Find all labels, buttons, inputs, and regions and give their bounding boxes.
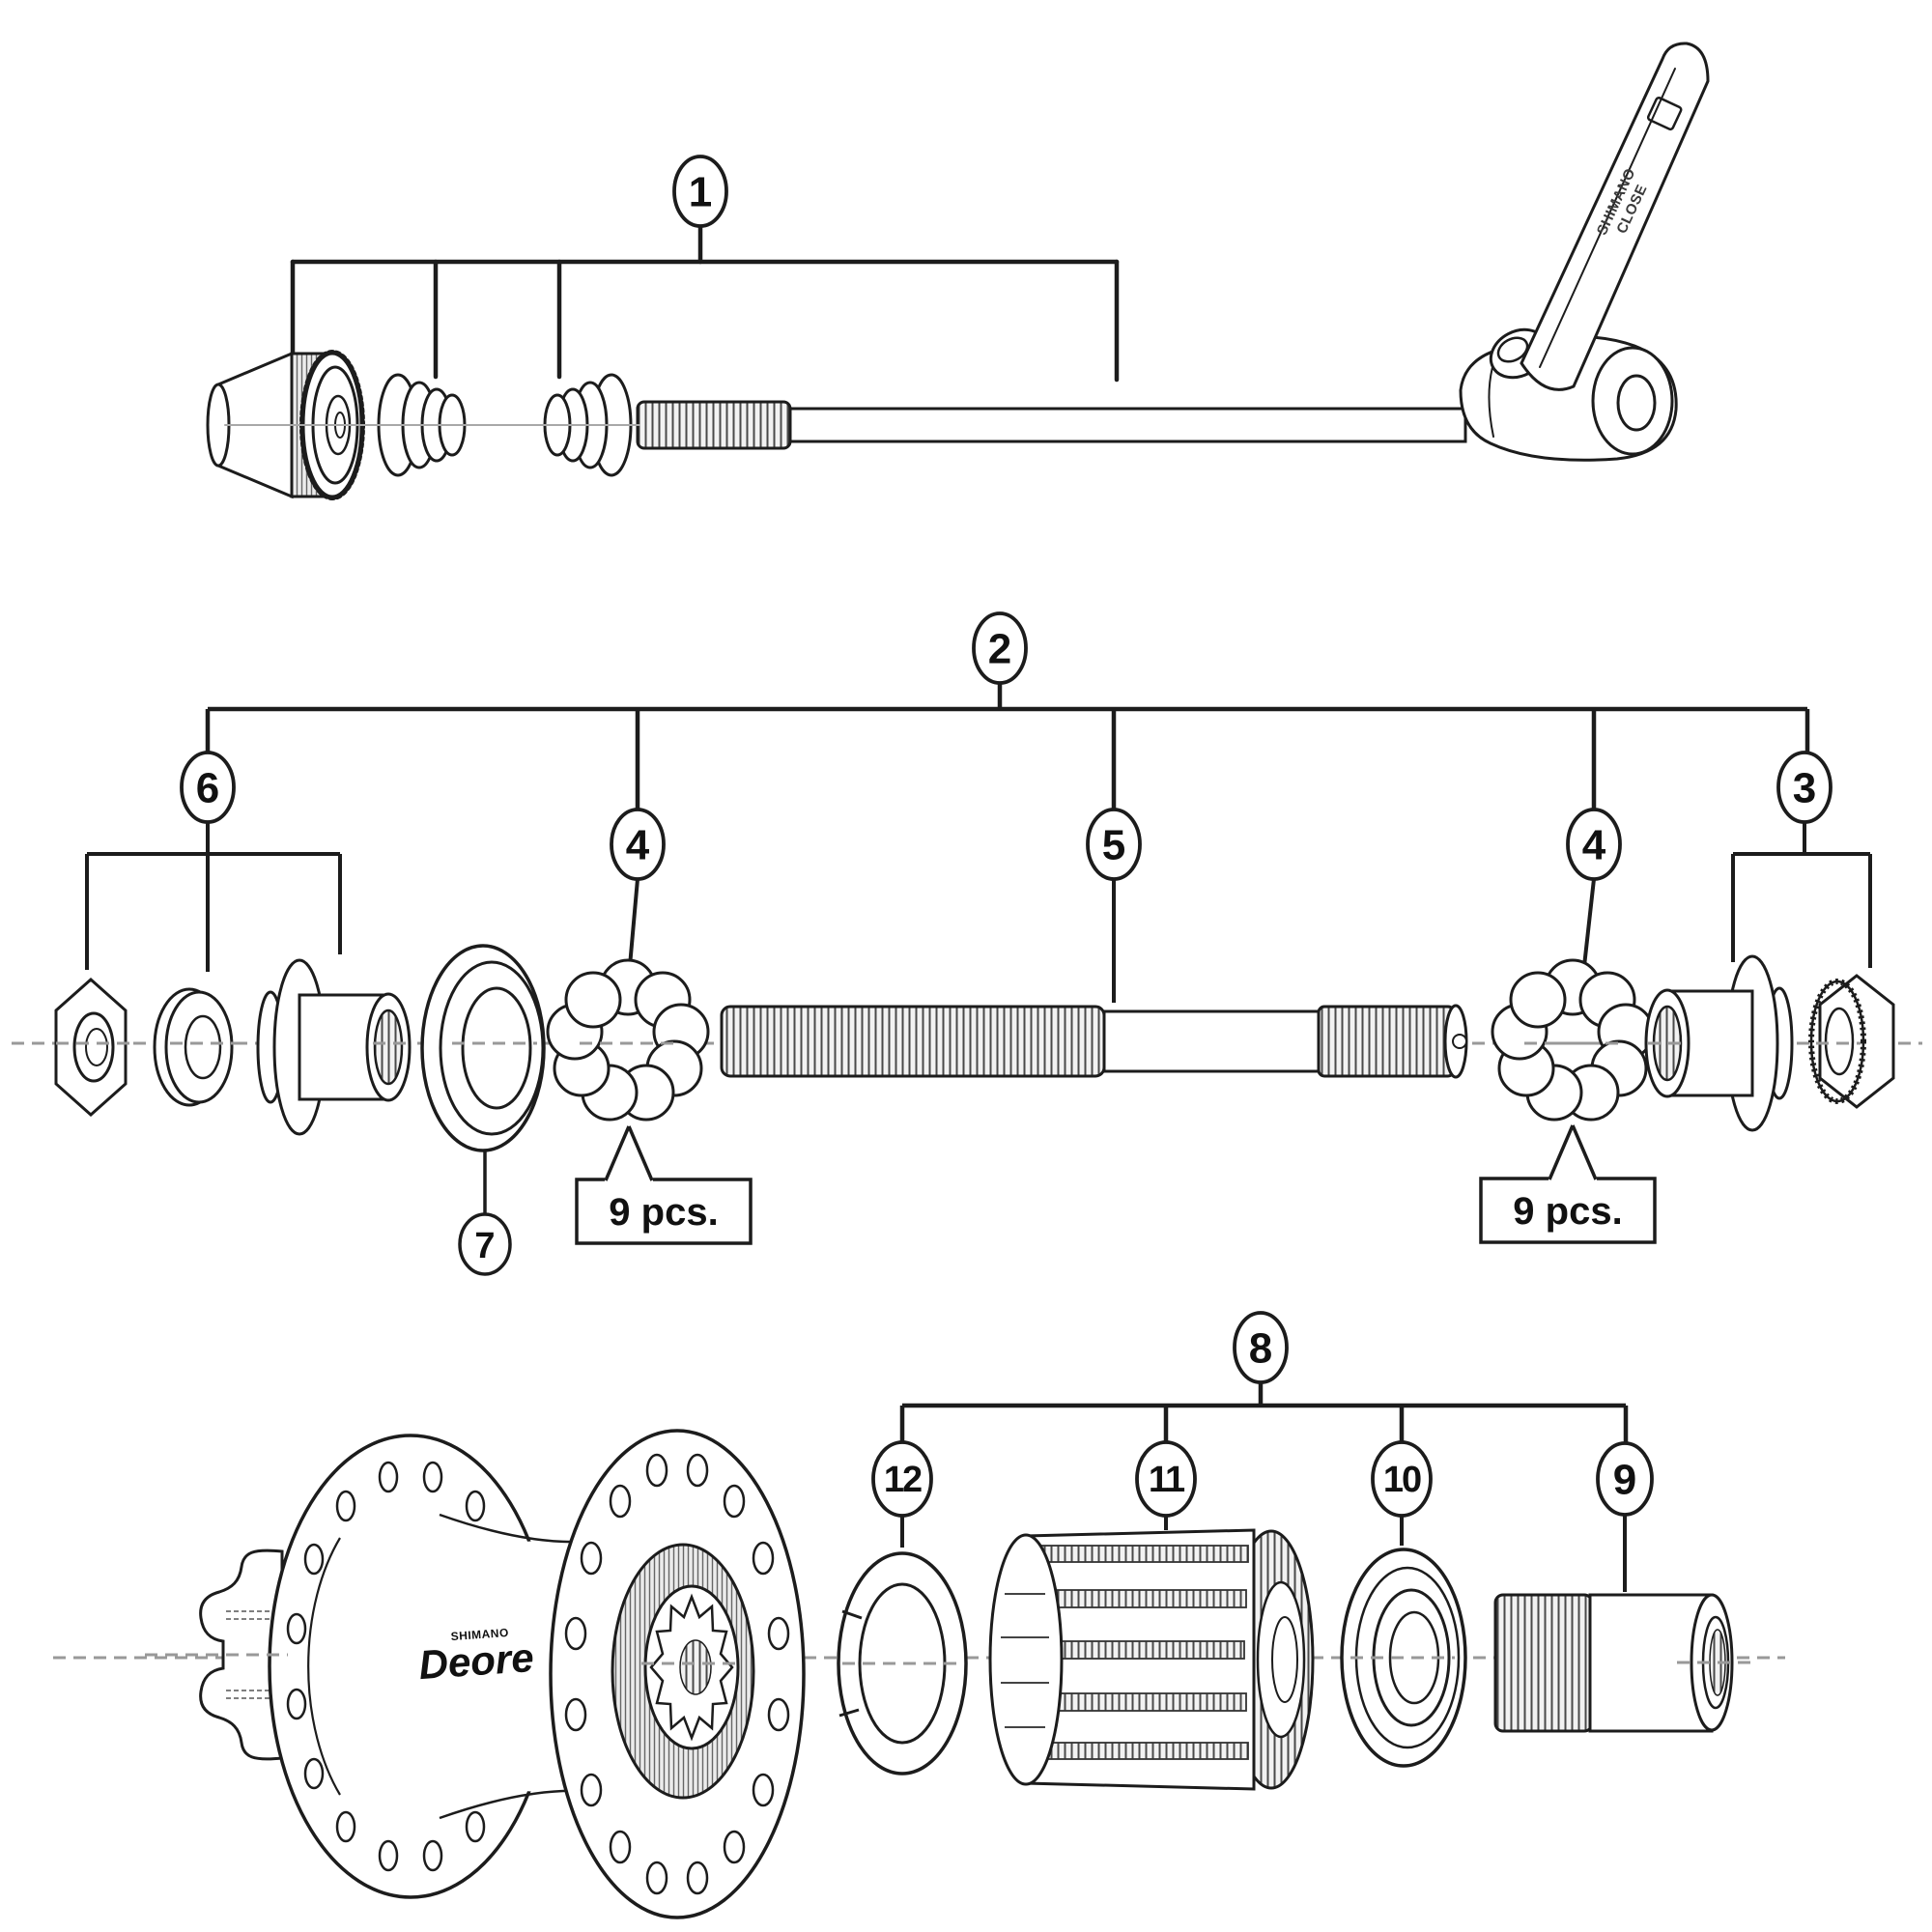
axle-locknut-right: [1808, 974, 1895, 1109]
axle-cone-right: [1644, 954, 1794, 1132]
callout-bracket-3: [1731, 822, 1872, 968]
bearing-qty-left-text: 9 pcs.: [609, 1191, 718, 1234]
hub-core-bore: [679, 1639, 712, 1695]
callout-2: 2: [972, 611, 1028, 685]
spoke-holes-right: [564, 1453, 790, 1895]
ball-bearings-right: [1491, 958, 1655, 1122]
callout-10: 10: [1371, 1440, 1433, 1518]
hub-brand-text: SHIMANO: [450, 1626, 509, 1643]
callout-5: 5: [1086, 808, 1142, 881]
callout-1-number: 1: [689, 169, 712, 216]
callout-7: 7: [458, 1212, 512, 1276]
callout-9: 9: [1596, 1441, 1654, 1517]
qr-skewer-assembly: SHIMANO CLOSE 1: [206, 42, 1710, 500]
callout-11-number: 11: [1149, 1460, 1185, 1500]
axle-cone-left: [256, 958, 412, 1136]
callout-3-number: 3: [1793, 765, 1816, 812]
freehub-splines: [1040, 1545, 1249, 1760]
callout-4r-leader: [1582, 878, 1596, 967]
callout-12-number: 12: [884, 1460, 922, 1500]
callout-2-number: 2: [988, 626, 1011, 673]
callout-12: 12: [871, 1440, 933, 1518]
callout-10-number: 10: [1383, 1460, 1421, 1500]
freehub-fixing-bolt: [1493, 1593, 1734, 1733]
lever-logo-icon: [1646, 97, 1683, 131]
qr-lever: SHIMANO CLOSE: [1459, 42, 1710, 462]
axle-locknut-left: [54, 977, 128, 1118]
qr-skewer-rod: [785, 407, 1467, 443]
hub-axle: [720, 1004, 1468, 1079]
hub-dust-cap: [420, 944, 546, 1152]
bearing-qty-label-right: 9 pcs.: [1479, 1124, 1657, 1244]
hub-shell: SHIMANO Deore: [199, 1429, 806, 1919]
qr-cam-hole: [1616, 374, 1657, 432]
freehub-lock-washer: [837, 1551, 968, 1776]
callout-11: 11: [1135, 1440, 1197, 1518]
callout-1: 1: [672, 155, 728, 228]
callout-4-right: 4: [1566, 808, 1622, 881]
callout-8: 8: [1233, 1311, 1289, 1384]
callout-leaders-bottom: [900, 1516, 1627, 1592]
callout-4l-number: 4: [626, 822, 650, 869]
hub-axle-assembly: 9 pcs. 9 pcs. 2 6 4 5 4: [12, 611, 1922, 1276]
callout-6-number: 6: [196, 765, 219, 812]
callout-4-left: 4: [610, 808, 666, 881]
hub-flange-right: [549, 1429, 806, 1919]
freehub-body: [988, 1528, 1315, 1791]
callout-bracket-2: [205, 683, 1810, 810]
bearing-qty-label-left: 9 pcs.: [575, 1125, 753, 1245]
ball-bearings-left: [546, 958, 710, 1122]
bearing-qty-right-text: 9 pcs.: [1513, 1190, 1622, 1233]
callout-6: 6: [180, 751, 236, 824]
rotor-mount: [199, 1548, 284, 1761]
callout-7-number: 7: [474, 1226, 495, 1266]
callout-3: 3: [1776, 751, 1833, 824]
freehub-assembly: SHIMANO Deore: [53, 1311, 1785, 1919]
callout-4r-number: 4: [1582, 822, 1606, 869]
callout-bracket-6: [85, 822, 342, 972]
qr-skewer-thread: [636, 400, 792, 450]
callout-9-number: 9: [1613, 1457, 1636, 1504]
callout-bracket-1: [290, 223, 1120, 383]
callout-8-number: 8: [1249, 1325, 1272, 1373]
callout-5-number: 5: [1102, 822, 1125, 869]
callout-4l-leader: [628, 878, 639, 967]
callout-bracket-8: [899, 1382, 1629, 1442]
hub-center-line-overlays: [145, 1653, 1756, 1665]
hub-model-text: Deore: [417, 1634, 535, 1688]
axle-washer-left: [153, 987, 234, 1107]
